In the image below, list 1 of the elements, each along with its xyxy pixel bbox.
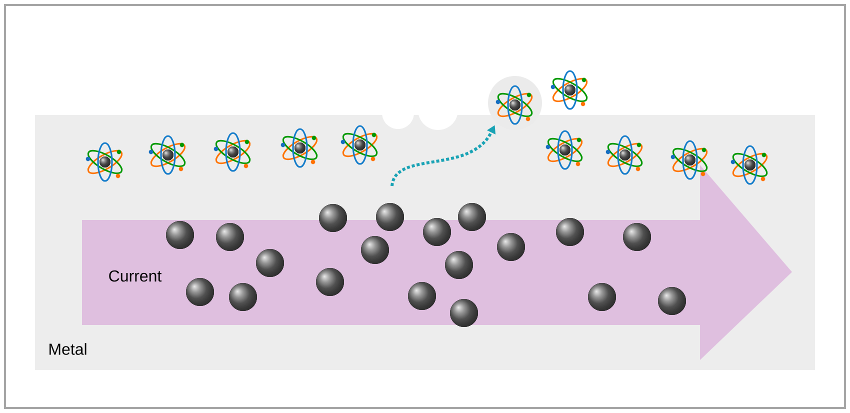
atom-icon	[496, 85, 533, 125]
